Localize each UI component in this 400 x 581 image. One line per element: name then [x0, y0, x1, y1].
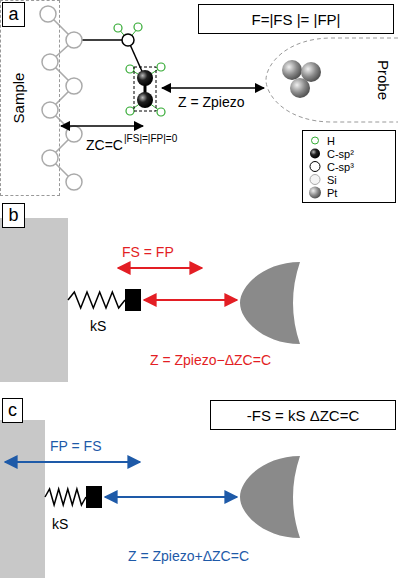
si-atom	[66, 78, 82, 94]
distance-arrow	[144, 299, 237, 301]
legend-row: C-sp³	[308, 160, 390, 173]
si-atom	[42, 102, 58, 118]
spring-constant: kS	[52, 516, 68, 532]
distance-label: Z = Zpiezo	[178, 94, 245, 110]
probe-outline-path	[266, 38, 398, 122]
h-bonds	[118, 28, 160, 111]
selection-box	[134, 67, 156, 111]
force-label: FP = FS	[50, 438, 101, 454]
legend-row: H	[308, 134, 390, 147]
sample-block	[0, 218, 68, 382]
box-text: a	[8, 4, 18, 25]
si-atom	[42, 54, 58, 70]
legend-text: Si	[327, 174, 337, 186]
legend-row: Si	[308, 173, 390, 186]
force-equation-box: F=|FS |= |FP|	[198, 4, 394, 34]
h-atom	[157, 108, 165, 116]
box-text: F=|FS |= |FP|	[252, 11, 341, 28]
legend-text: C-sp³	[327, 161, 354, 173]
spring	[45, 489, 86, 505]
distance-arrow	[162, 87, 264, 89]
pt-atoms	[282, 60, 321, 98]
force-arrow	[118, 267, 202, 269]
legend-symbol	[308, 147, 322, 160]
spring-constant: kS	[90, 318, 106, 334]
probe-region: Probe	[262, 34, 398, 126]
h-atom	[157, 63, 165, 71]
si-atom	[66, 126, 82, 142]
region-label: Probe	[375, 60, 392, 100]
distance-label: Z = Zpiezo−ΔZC=C	[150, 352, 271, 368]
pt-atom	[282, 60, 302, 80]
panel-letter: c	[2, 398, 23, 423]
force-condition: |FS|=|FP|=0	[124, 133, 177, 144]
probe-tip	[240, 456, 300, 538]
c-sp2-atom	[137, 92, 153, 108]
si-atoms	[40, 6, 82, 190]
force-arrow	[5, 461, 140, 463]
rotated-holder: Probe	[375, 60, 392, 100]
molecule-block	[86, 486, 102, 508]
legend-text: H	[327, 135, 335, 147]
force-equation-box: -FS = kS ΔZC=C	[210, 400, 396, 430]
si-atom	[66, 174, 82, 190]
atom-sample	[312, 137, 319, 144]
distance-arrow	[105, 496, 237, 498]
box-text: -FS = kS ΔZC=C	[247, 407, 360, 424]
sample-region: Sample	[0, 0, 60, 196]
legend-symbol	[308, 186, 322, 199]
legend-row: C-sp²	[308, 147, 390, 160]
h-atoms	[114, 23, 165, 116]
region-label: Sample	[10, 73, 27, 124]
h-atom	[114, 24, 122, 32]
legend-row: Pt	[308, 186, 390, 199]
distance-label: ZC=C	[86, 137, 123, 153]
panel-letter: a	[2, 2, 25, 27]
legend-symbol	[308, 160, 322, 173]
panel-letter: b	[2, 203, 25, 228]
box-text: b	[8, 205, 18, 226]
atom-sample	[309, 187, 321, 199]
h-atom	[126, 107, 134, 115]
si-atom	[42, 150, 58, 166]
spring	[68, 292, 125, 308]
atom-sample	[310, 149, 320, 159]
si-atom	[40, 6, 56, 22]
pt-atom	[290, 78, 310, 98]
legend-text: Pt	[327, 187, 337, 199]
legend-text: C-sp²	[327, 148, 354, 160]
h-atom	[126, 65, 134, 73]
legend-symbol	[308, 134, 322, 147]
distance-arrow	[61, 125, 143, 127]
sample-block	[0, 420, 45, 578]
rotated-holder: Sample	[10, 73, 27, 124]
c-sp3-atom	[122, 34, 134, 46]
c-sp2-atom	[137, 70, 153, 86]
distance-label: Z = Zpiezo+ΔZC=C	[128, 548, 249, 564]
legend-symbol	[308, 173, 322, 186]
box-text: c	[8, 400, 17, 421]
molecule-block	[125, 289, 141, 311]
atom-sample	[310, 162, 320, 172]
probe-tip	[240, 262, 300, 344]
legend: HC-sp²C-sp³SiPt	[302, 130, 396, 203]
h-atom	[134, 23, 142, 31]
si-atom	[66, 32, 82, 48]
atom-sample	[310, 175, 320, 185]
force-label: FS = FP	[122, 244, 174, 260]
